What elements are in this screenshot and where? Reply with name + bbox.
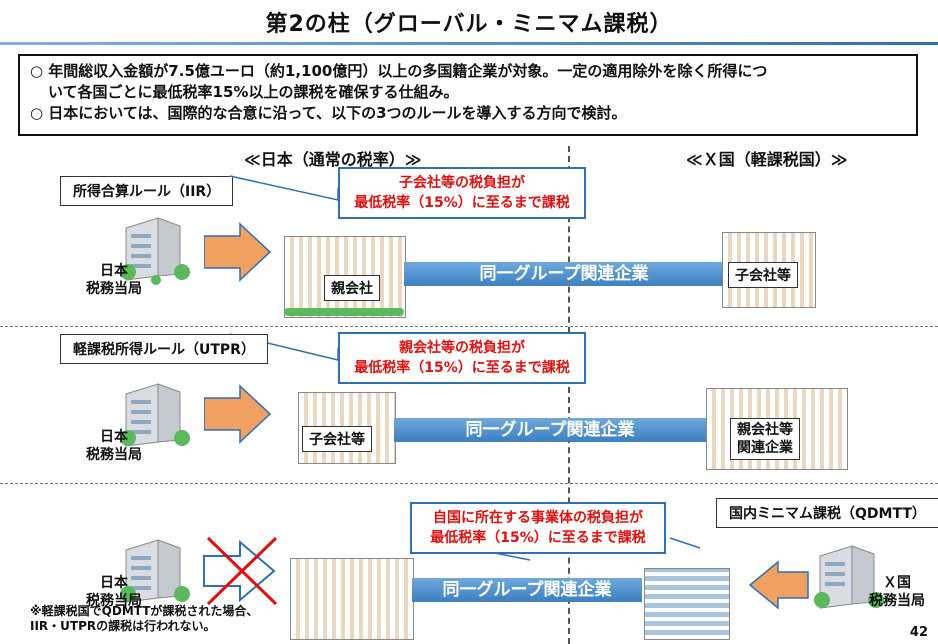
no-taxation-crossed-arrow-icon — [203, 536, 278, 606]
page-number: 42 — [909, 625, 928, 640]
callout-qdmtt: 自国に所在する事業体の税負担が 最低税率（15%）に至るまで課税 — [410, 502, 666, 554]
x-country-tax-authority-label-line-2: 税務当局 — [869, 593, 925, 609]
subsidiary-label: 子会社等 — [302, 426, 372, 452]
same-group-bar-qdmtt: 同一グループ関連企業 — [412, 578, 642, 602]
parent-company-building-icon — [290, 558, 414, 640]
footnote: ※軽課税国でQDMTTが課税された場合、 IIR・UTPRの課税は行われない。 — [30, 604, 258, 634]
summary-bullet-1-line-2: いて各国ごとに最低税率15%以上の課税を確保する仕組み。 — [48, 83, 459, 101]
x-country-taxation-arrow-icon — [748, 560, 809, 610]
callout-utpr-line-1: 親会社等の税負担が — [399, 340, 525, 356]
japan-tax-authority-building-icon — [120, 217, 190, 285]
japan-tax-authority-label-line-1: 日本 — [100, 575, 128, 591]
subsidiary-building-icon — [644, 568, 730, 640]
taxation-arrow-icon — [204, 384, 272, 444]
summary-box: ○ 年間総収入金額が7.5億ユーロ（約1,100億円）以上の多国籍企業が対象。一… — [18, 54, 918, 136]
x-country-header: ≪Ｘ国（軽課税国）≫ — [686, 150, 848, 169]
japan-tax-authority-building-icon — [120, 383, 190, 447]
summary-bullet-2: ○ 日本においては、国際的な合意に沿って、以下の3つのルールを導入する方向で検討… — [30, 104, 627, 122]
parent-and-affiliates-label: 親会社等 関連企業 — [730, 418, 800, 460]
x-country-tax-authority-label: Ｘ国 税務当局 — [862, 574, 932, 610]
japan-header: ≪日本（通常の税率）≫ — [244, 150, 422, 169]
callout-iir-line-1: 子会社等の税負担が — [399, 175, 525, 191]
rule-label-utpr: 軽課税所得ルール（UTPR） — [60, 334, 268, 364]
same-group-bar-utpr: 同一グループ関連企業 — [394, 418, 706, 442]
parent-company-label: 親会社 — [324, 275, 380, 301]
japan-tax-authority-label-line-2: 税務当局 — [86, 447, 142, 463]
japan-tax-authority-label-line-2: 税務当局 — [86, 281, 142, 297]
rule-label-iir: 所得合算ルール（IIR） — [60, 176, 234, 206]
same-group-bar-iir: 同一グループ関連企業 — [404, 262, 724, 286]
title-rule — [0, 42, 938, 45]
japan-tax-authority-label: 日本 税務当局 — [82, 574, 146, 610]
x-country-tax-authority-building-icon — [814, 545, 884, 609]
x-country-tax-authority-label-line-1: Ｘ国 — [883, 575, 911, 591]
callout-utpr: 親会社等の税負担が 最低税率（15%）に至るまで課税 — [338, 332, 586, 384]
callout-pointer-qdmtt-b — [669, 537, 701, 549]
subsidiary-label: 子会社等 — [728, 262, 798, 288]
rule-label-qdmtt: 国内ミニマム課税（QDMTT） — [716, 498, 938, 528]
section-divider-1 — [0, 326, 938, 327]
summary-bullet-1: ○ 年間総収入金額が7.5億ユーロ（約1,100億円）以上の多国籍企業が対象。一… — [30, 61, 906, 103]
japan-tax-authority-label-line-1: 日本 — [100, 263, 128, 279]
japan-tax-authority-label-line-1: 日本 — [100, 429, 128, 445]
callout-qdmtt-line-1: 自国に所在する事業体の税負担が — [433, 510, 643, 526]
callout-iir: 子会社等の税負担が 最低税率（15%）に至るまで課税 — [338, 167, 586, 219]
section-divider-2 — [0, 483, 938, 484]
footnote-line-1: ※軽課税国でQDMTTが課税された場合、 — [30, 604, 259, 618]
japan-tax-authority-label: 日本 税務当局 — [82, 262, 146, 298]
summary-bullet-1-line-1: ○ 年間総収入金額が7.5億ユーロ（約1,100億円）以上の多国籍企業が対象。一… — [30, 62, 768, 80]
callout-iir-line-2: 最低税率（15%）に至るまで課税 — [354, 195, 570, 211]
japan-tax-authority-building-icon — [120, 539, 190, 603]
parent-and-affiliates-label-line-1: 親会社等 — [737, 422, 793, 438]
page-title: 第2の柱（グローバル・ミニマム課税） — [265, 12, 673, 37]
japan-tax-authority-label: 日本 税務当局 — [82, 428, 146, 464]
shrubs-icon — [284, 308, 404, 316]
callout-pointer-iir — [229, 175, 339, 201]
callout-qdmtt-line-2: 最低税率（15%）に至るまで課税 — [430, 530, 646, 546]
footnote-line-2: IIR・UTPRの課税は行われない。 — [30, 619, 216, 633]
japan-tax-authority-label-line-2: 税務当局 — [86, 593, 142, 609]
taxation-arrow-icon — [204, 222, 272, 282]
country-boundary-line — [568, 146, 570, 644]
parent-and-affiliates-label-line-2: 関連企業 — [737, 440, 793, 456]
callout-utpr-line-2: 最低税率（15%）に至るまで課税 — [354, 360, 570, 376]
